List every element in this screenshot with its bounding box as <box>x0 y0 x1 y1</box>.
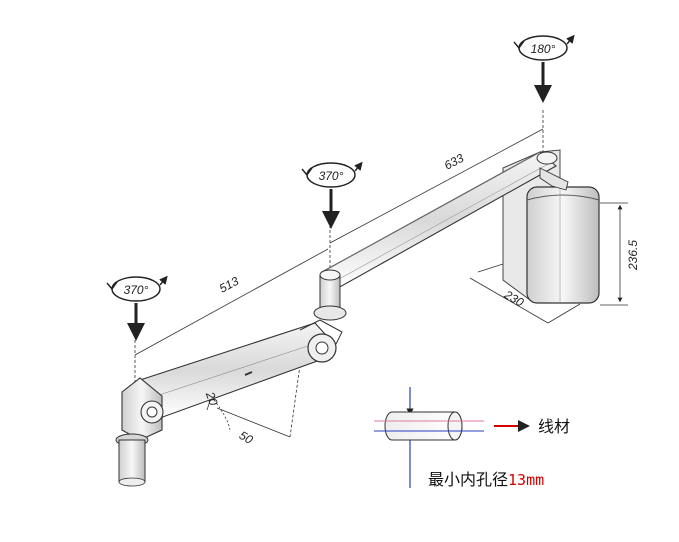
rotation-indicator-top: 180° <box>513 34 575 103</box>
dimension-label-lower-arm: 513 <box>217 274 242 296</box>
lower-arm <box>139 319 343 419</box>
rotation-indicator-middle: 370° <box>301 161 363 229</box>
dimension-label-upper-arm: 633 <box>442 151 467 173</box>
dimension-label-length: 50 <box>237 428 256 447</box>
min-hole-label: 最小内孔径 <box>428 470 508 489</box>
middle-joint <box>313 269 347 321</box>
rotation-label-top: 180° <box>531 42 556 56</box>
cable-label: 线材 <box>538 417 570 436</box>
min-hole-text: 最小内孔径13mm <box>428 470 544 489</box>
dimension-label-height: 236.5 <box>626 240 640 271</box>
rotation-label-middle: 370° <box>319 169 344 183</box>
cable-hole-inset: 线材 最小内孔径13mm <box>374 387 570 489</box>
rotation-label-left: 370° <box>124 283 149 297</box>
min-hole-value: 13mm <box>508 471 544 489</box>
display-pivot <box>115 377 164 487</box>
rotation-indicator-left: 370° <box>106 275 168 341</box>
dimension-label-offset: 20 <box>203 389 221 408</box>
